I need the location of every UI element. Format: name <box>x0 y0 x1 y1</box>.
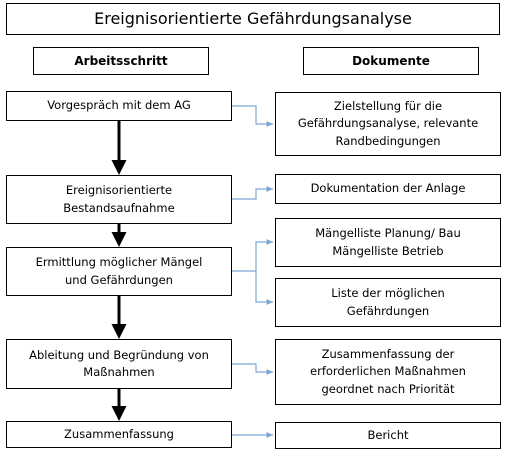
doc-maengelliste: Mängelliste Planung/ Bau Mängelliste Bet… <box>275 218 501 267</box>
doc-liste-gefaehrdungen: Liste der möglichen Gefährdungen <box>275 278 501 327</box>
doc-connector-3a <box>232 239 273 272</box>
doc-dokumentation-anlage: Dokumentation der Anlage <box>275 174 501 204</box>
step-vorgespraech: Vorgespräch mit dem AG <box>6 91 232 121</box>
doc-zusammenfassung-massnahmen: Zusammenfassung der erforderlichen Maßna… <box>275 339 501 405</box>
doc-connector-1 <box>232 105 273 127</box>
doc-connector-4 <box>232 363 273 375</box>
column-header-dokumente: Dokumente <box>303 47 479 75</box>
diagram-title: Ereignisorientierte Gefährdungsanalyse <box>6 3 500 35</box>
step-zusammenfassung: Zusammenfassung <box>6 421 232 448</box>
step-ermittlung: Ermittlung möglicher Mängel und Gefährdu… <box>6 247 232 296</box>
step-bestandsaufnahme: Ereignisorientierte Bestandsaufnahme <box>6 175 232 224</box>
doc-zielstellung: Zielstellung für die Gefährdungsanalyse,… <box>275 92 501 156</box>
doc-bericht: Bericht <box>275 422 501 449</box>
step-ableitung: Ableitung und Begründung von Maßnahmen <box>6 339 232 389</box>
doc-connector-2 <box>232 186 273 200</box>
column-header-arbeitsschritt: Arbeitsschritt <box>33 47 209 75</box>
doc-connector-3b <box>255 271 273 305</box>
